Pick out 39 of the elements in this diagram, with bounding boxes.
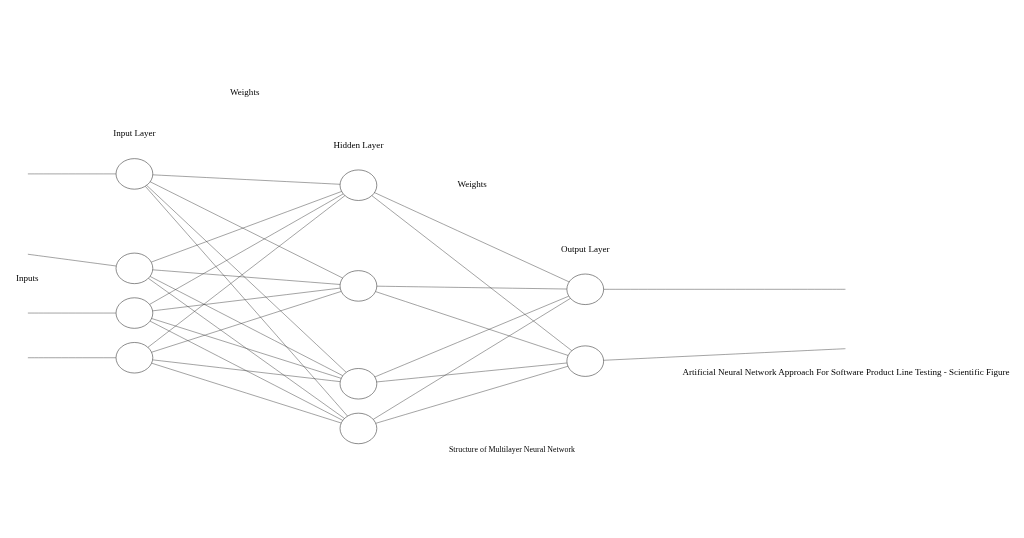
- connector: [149, 275, 343, 376]
- connector: [152, 287, 341, 311]
- node-circle: [115, 341, 154, 373]
- node-circle: [115, 252, 154, 284]
- connector: [151, 317, 342, 379]
- connector: [148, 277, 345, 419]
- connector: [603, 288, 846, 290]
- connector: [146, 184, 347, 372]
- connector: [152, 269, 341, 285]
- connector: [376, 362, 568, 382]
- node-circle: [339, 169, 378, 201]
- connector: [375, 290, 569, 356]
- connector: [152, 359, 341, 382]
- node-circle: [115, 157, 154, 189]
- connector: [147, 194, 346, 348]
- label: Input Layer: [113, 127, 156, 138]
- connector: [145, 185, 348, 416]
- node-circle: [566, 273, 604, 305]
- connector: [374, 191, 570, 282]
- connector: [374, 295, 569, 377]
- label: Inputs: [15, 272, 39, 283]
- label: Hidden Layer: [333, 139, 384, 150]
- label: Weights: [457, 178, 487, 189]
- connector: [149, 320, 343, 421]
- node-circle: [339, 367, 378, 399]
- connector: [603, 347, 846, 360]
- connector: [373, 297, 571, 420]
- label: Output Layer: [561, 243, 610, 254]
- label: Weights: [230, 86, 260, 97]
- caption: Structure of Multilayer Neural Network: [448, 444, 576, 454]
- connector: [151, 190, 342, 262]
- node-circle: [566, 345, 604, 377]
- connector: [151, 290, 342, 352]
- node-circle: [339, 269, 378, 301]
- connector: [149, 193, 344, 305]
- node-circle: [115, 297, 154, 329]
- node-circle: [339, 412, 378, 444]
- label: Artificial Neural Network Approach For Software Product Line Testing - Scientific Figure: [682, 366, 1010, 377]
- connector: [149, 181, 343, 278]
